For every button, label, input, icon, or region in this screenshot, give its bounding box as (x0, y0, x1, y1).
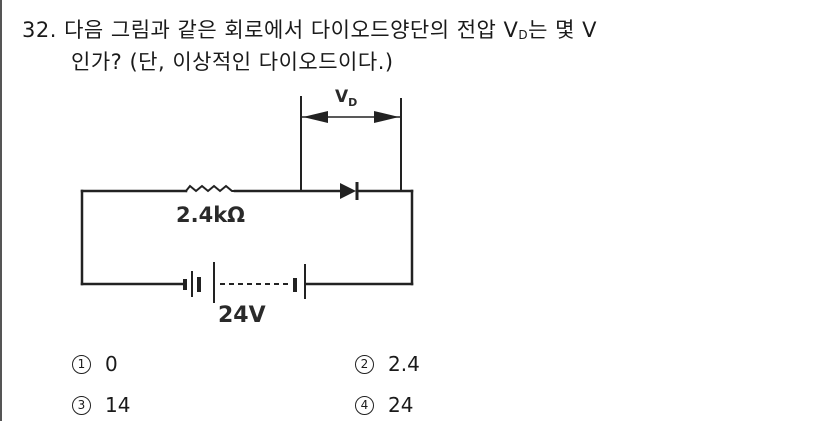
choice-value-4: 24 (388, 393, 414, 417)
vd-arrow-right-icon (374, 111, 399, 123)
question-text-part2: 는 몇 V (528, 18, 598, 42)
choice-marker-1: 1 (72, 354, 91, 374)
question-line-2: 인가? (단, 이상적인 다이오드이다.) (71, 50, 394, 74)
choice-2[interactable]: 2 2.4 (355, 352, 420, 376)
question-number: 32. (22, 18, 57, 42)
choice-value-2: 2.4 (388, 352, 420, 376)
choice-value-3: 14 (105, 393, 131, 417)
question-line-1: 32. 다음 그림과 같은 회로에서 다이오드양단의 전압 VD는 몇 V (22, 14, 597, 44)
battery-icon (183, 262, 306, 303)
choice-4[interactable]: 4 24 (355, 393, 413, 417)
question-subscript: D (518, 28, 529, 42)
vd-main: V (335, 87, 349, 107)
page-left-border (0, 0, 2, 421)
choice-marker-4: 4 (355, 395, 374, 415)
choice-1[interactable]: 1 0 (72, 352, 118, 376)
choice-3[interactable]: 3 14 (72, 393, 130, 417)
choice-marker-2: 2 (355, 354, 374, 374)
diode-icon (340, 182, 359, 200)
choice-marker-3: 3 (72, 395, 91, 415)
battery-label: 24V (218, 303, 266, 328)
vd-arrow-left-icon (303, 111, 328, 123)
question-text-part1: 다음 그림과 같은 회로에서 다이오드양단의 전압 V (64, 18, 519, 42)
choice-value-1: 0 (105, 352, 118, 376)
resistor-icon (184, 184, 236, 193)
resistor-label: 2.4kΩ (176, 203, 246, 227)
diode-voltage-label: VD (335, 87, 357, 109)
vd-sub: D (348, 96, 358, 109)
